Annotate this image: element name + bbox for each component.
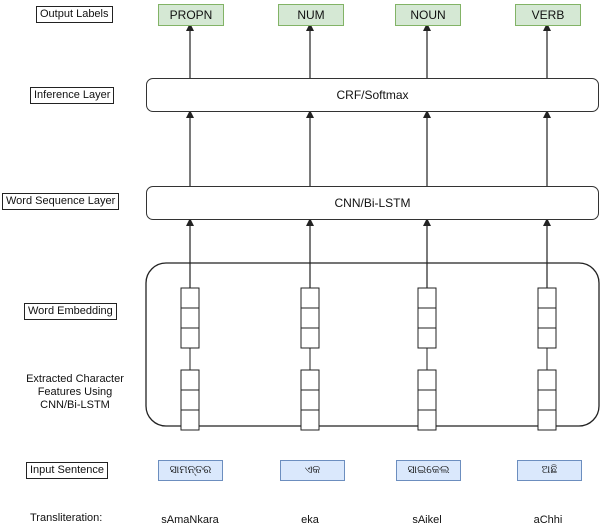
input-word-2: ଏକ [280,460,345,481]
input-sentence-label: Input Sentence [26,462,109,479]
vector-cell [300,307,320,329]
vector-cell [180,389,200,411]
embedding-group-box [145,262,600,427]
vector-cell [180,327,200,349]
char-feature-stack-3 [417,369,437,431]
vector-cell [537,369,557,391]
translit-word-2: eka [301,514,319,526]
vector-cell [417,369,437,391]
input-word-4: ଅଛି [517,460,582,481]
char-feature-stack-1 [180,369,200,431]
vector-cell [417,287,437,309]
vector-cell [537,287,557,309]
translit-word-1: sAmaNkara [161,514,219,526]
vector-cell [417,389,437,411]
vector-cell [300,287,320,309]
word-embedding-label: Word Embedding [24,303,117,320]
word-sequence-layer-label: Word Sequence Layer [2,193,120,210]
output-label-noun: NOUN [395,4,461,26]
vector-cell [300,369,320,391]
word-embedding-stack-3 [417,287,437,349]
inference-layer-box: CRF/Softmax [146,78,599,112]
output-labels-label: Output Labels [36,6,113,23]
input-word-3: ସାଇକେଲ [396,460,461,481]
vector-cell [417,409,437,431]
vector-cell [180,307,200,329]
vector-cell [537,409,557,431]
inference-layer-label: Inference Layer [30,87,115,104]
vector-cell [180,369,200,391]
char-feature-stack-2 [300,369,320,431]
output-label-num: NUM [278,4,344,26]
input-word-1: ସାମନ୍ତର [158,460,223,481]
char-features-label: Extracted Character Features Using CNN/B… [14,372,136,413]
vector-cell [537,307,557,329]
vector-cell [300,327,320,349]
vector-cell [537,389,557,411]
translit-word-4: aChhi [533,514,563,526]
output-label-verb: VERB [515,4,581,26]
word-embedding-stack-2 [300,287,320,349]
vector-cell [180,287,200,309]
word-sequence-layer-box: CNN/Bi-LSTM [146,186,599,220]
output-label-propn: PROPN [158,4,224,26]
translit-word-3: sAikel [412,514,442,526]
vector-cell [417,327,437,349]
vector-cell [180,409,200,431]
vector-cell [300,389,320,411]
vector-cell [300,409,320,431]
word-embedding-stack-1 [180,287,200,349]
char-feature-stack-4 [537,369,557,431]
vector-cell [537,327,557,349]
vector-cell [417,307,437,329]
word-embedding-stack-4 [537,287,557,349]
transliteration-label: Transliteration: [30,512,103,525]
